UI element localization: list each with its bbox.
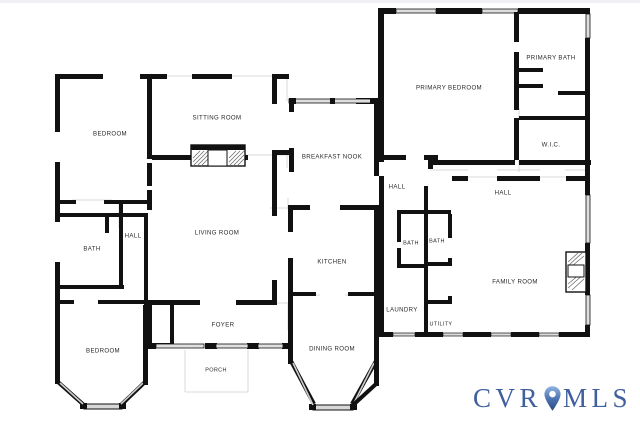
room-label-living-room: LIVING ROOM [195, 230, 239, 237]
fireplace-family-room [565, 251, 587, 293]
room-label-porch: PORCH [205, 367, 227, 373]
room-label-hall-left: HALL [125, 233, 142, 240]
room-label-family-room: FAMILY ROOM [492, 279, 538, 286]
room-label-breakfast-nook: BREAKFAST NOOK [302, 154, 362, 161]
room-label-hall-right: HALL [495, 190, 512, 197]
room-label-primary-bath: PRIMARY BATH [526, 55, 575, 62]
logo-text-before: CVR [472, 382, 542, 413]
cvrmls-logo: CVR MLS [473, 381, 632, 415]
logo-text-after: MLS [562, 382, 632, 413]
fireplace-sitting-room [190, 144, 246, 167]
room-label-hall-center: HALL [389, 184, 406, 191]
room-label-bath-left: BATH [83, 246, 100, 253]
room-label-bedroom-upper-left: BEDROOM [93, 131, 127, 138]
room-label-bath-center-right: BATH [429, 238, 445, 244]
room-label-laundry: LAUNDRY [386, 307, 417, 314]
walls [55, 8, 591, 411]
map-pin-icon [543, 385, 562, 412]
room-label-bath-center-left: BATH [403, 240, 419, 246]
room-label-utility: UTILITY [430, 321, 453, 327]
room-label-wic: W.I.C. [542, 142, 561, 149]
room-label-bedroom-lower-left: BEDROOM [86, 348, 120, 355]
room-label-sitting-room: SITTING ROOM [193, 115, 242, 122]
room-label-dining-room: DINING ROOM [309, 346, 355, 353]
room-label-kitchen: KITCHEN [317, 259, 346, 266]
top-edge-strip [0, 0, 640, 3]
room-labels: BEDROOM SITTING ROOM BREAKFAST NOOK PRIM… [83, 55, 575, 374]
room-label-foyer: FOYER [212, 322, 235, 329]
room-label-primary-bedroom: PRIMARY BEDROOM [416, 85, 482, 92]
